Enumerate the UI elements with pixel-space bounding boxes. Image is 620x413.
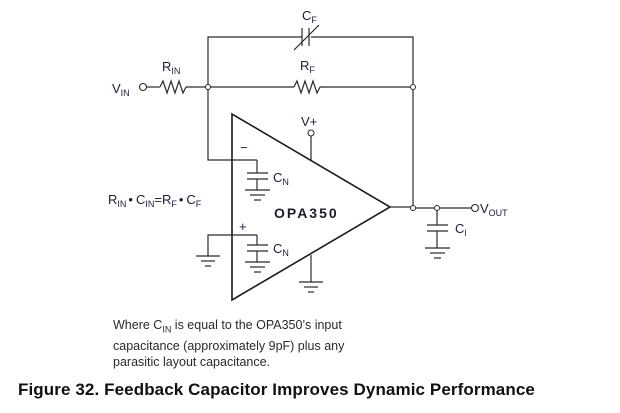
- capacitance-note: Where CIN is equal to the OPA350’s input…: [113, 318, 345, 369]
- cn-top-capacitor: [232, 159, 270, 201]
- rf-label: RF: [300, 58, 315, 75]
- cn-top-label: CN: [273, 170, 289, 187]
- cn-bottom-label: CN: [273, 241, 289, 258]
- inverting-sign: −: [240, 140, 248, 155]
- junction-node: [205, 84, 211, 90]
- figure-caption: Figure 32. Feedback Capacitor Improves D…: [18, 380, 535, 399]
- ground-symbol: [196, 255, 220, 267]
- noninverting-sign: +: [239, 219, 247, 234]
- vin-terminal: [138, 82, 148, 92]
- rin-resistor: [159, 79, 187, 95]
- cn-bottom-capacitor: [232, 234, 270, 273]
- opamp-triangle: [231, 112, 392, 302]
- junction-node: [434, 205, 440, 211]
- vplus-terminal: [307, 129, 315, 137]
- matching-equation: RIN•CIN=RF•CF: [108, 192, 202, 209]
- junction-node: [410, 205, 416, 211]
- cf-feedback-path: [207, 24, 414, 87]
- opamp-name: OPA350: [274, 205, 339, 221]
- ground-symbol: [299, 281, 323, 293]
- junction-node: [410, 84, 416, 90]
- cl-capacitor: [425, 210, 450, 259]
- cl-label: Cl: [455, 221, 466, 238]
- cf-label: CF: [302, 8, 317, 25]
- vplus-label: V+: [301, 114, 317, 129]
- vin-label: VIN: [112, 81, 130, 98]
- vout-label: VOUT: [480, 201, 508, 218]
- rin-label: RIN: [162, 59, 180, 76]
- variable-arrow: [293, 24, 320, 51]
- rf-resistor: [293, 79, 321, 95]
- vout-terminal: [470, 203, 480, 213]
